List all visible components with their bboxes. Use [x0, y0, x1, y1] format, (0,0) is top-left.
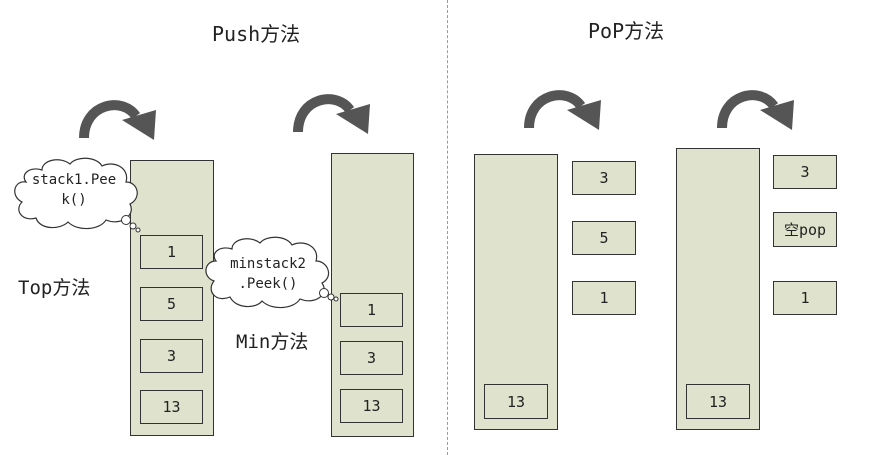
cloud-line: stack1.Pee	[31, 172, 117, 188]
cloud-text: stack1.Pee k()	[18, 170, 130, 210]
stack-item: 1	[340, 293, 403, 327]
popped-item: 5	[572, 221, 636, 255]
pop-minstack	[676, 148, 760, 430]
stack-item: 13	[140, 390, 203, 424]
top-method-label: Top方法	[18, 277, 91, 299]
stack-item: 13	[484, 384, 548, 419]
push-title: Push方法	[212, 22, 301, 46]
popped-item: 3	[773, 155, 837, 189]
curved-arrow-icon	[524, 90, 601, 130]
stack-item: 3	[140, 339, 203, 373]
popped-item: 1	[773, 281, 837, 315]
pop-title: PoP方法	[588, 19, 665, 43]
popped-item: 3	[572, 161, 636, 195]
cloud-line: minstack2	[230, 256, 306, 272]
curved-arrow-icon	[717, 90, 794, 130]
stack-item: 3	[340, 341, 403, 375]
stack-item: 5	[140, 287, 203, 321]
curved-arrow-icon	[79, 100, 156, 140]
cloud-line: .Peek()	[238, 276, 298, 292]
section-divider	[447, 0, 448, 455]
stack-item: 1	[140, 235, 203, 269]
min-method-label: Min方法	[236, 331, 309, 353]
popped-item: 1	[572, 281, 636, 315]
stack-item: 13	[686, 384, 750, 419]
popped-item: 空pop	[773, 212, 837, 247]
cloud-text: minstack2 .Peek()	[212, 254, 324, 294]
thought-cloud	[205, 236, 339, 309]
cloud-line: k()	[61, 192, 87, 208]
curved-arrow-icon	[293, 94, 370, 134]
stack-item: 13	[340, 389, 403, 423]
thought-cloud	[14, 157, 141, 233]
